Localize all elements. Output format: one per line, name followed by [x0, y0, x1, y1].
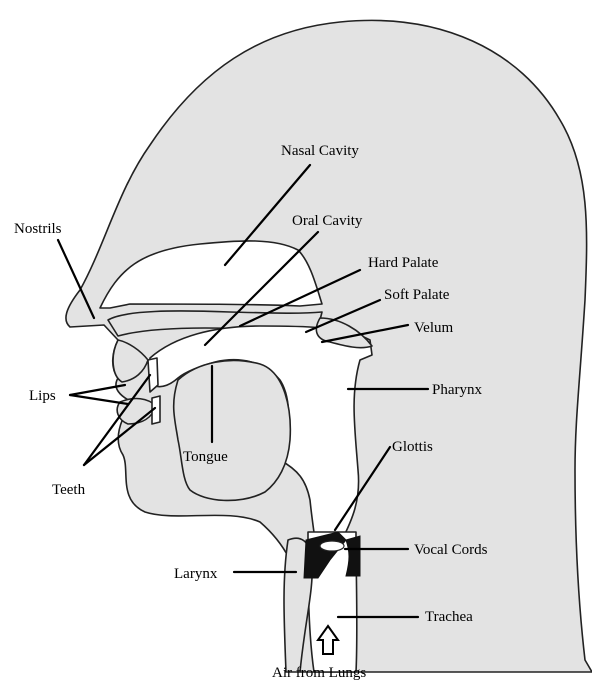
- label-glottis: Glottis: [392, 439, 433, 455]
- label-soft-palate: Soft Palate: [384, 287, 450, 303]
- label-trachea: Trachea: [425, 609, 473, 625]
- label-hard-palate: Hard Palate: [368, 255, 439, 271]
- label-nasal-cavity: Nasal Cavity: [281, 143, 359, 159]
- label-larynx: Larynx: [174, 566, 218, 582]
- label-vocal-cords: Vocal Cords: [414, 542, 488, 558]
- leader-lips-lower: [70, 395, 128, 404]
- glottis-opening: [320, 541, 344, 551]
- label-tongue: Tongue: [183, 449, 228, 465]
- label-nostrils: Nostrils: [14, 221, 62, 237]
- label-oral-cavity: Oral Cavity: [292, 213, 363, 229]
- label-velum: Velum: [414, 320, 453, 336]
- tongue-shape: [174, 361, 291, 501]
- label-teeth: Teeth: [52, 482, 86, 498]
- label-pharynx: Pharynx: [432, 382, 482, 398]
- label-lips: Lips: [29, 388, 56, 404]
- label-air-from-lungs: Air from Lungs: [272, 665, 366, 681]
